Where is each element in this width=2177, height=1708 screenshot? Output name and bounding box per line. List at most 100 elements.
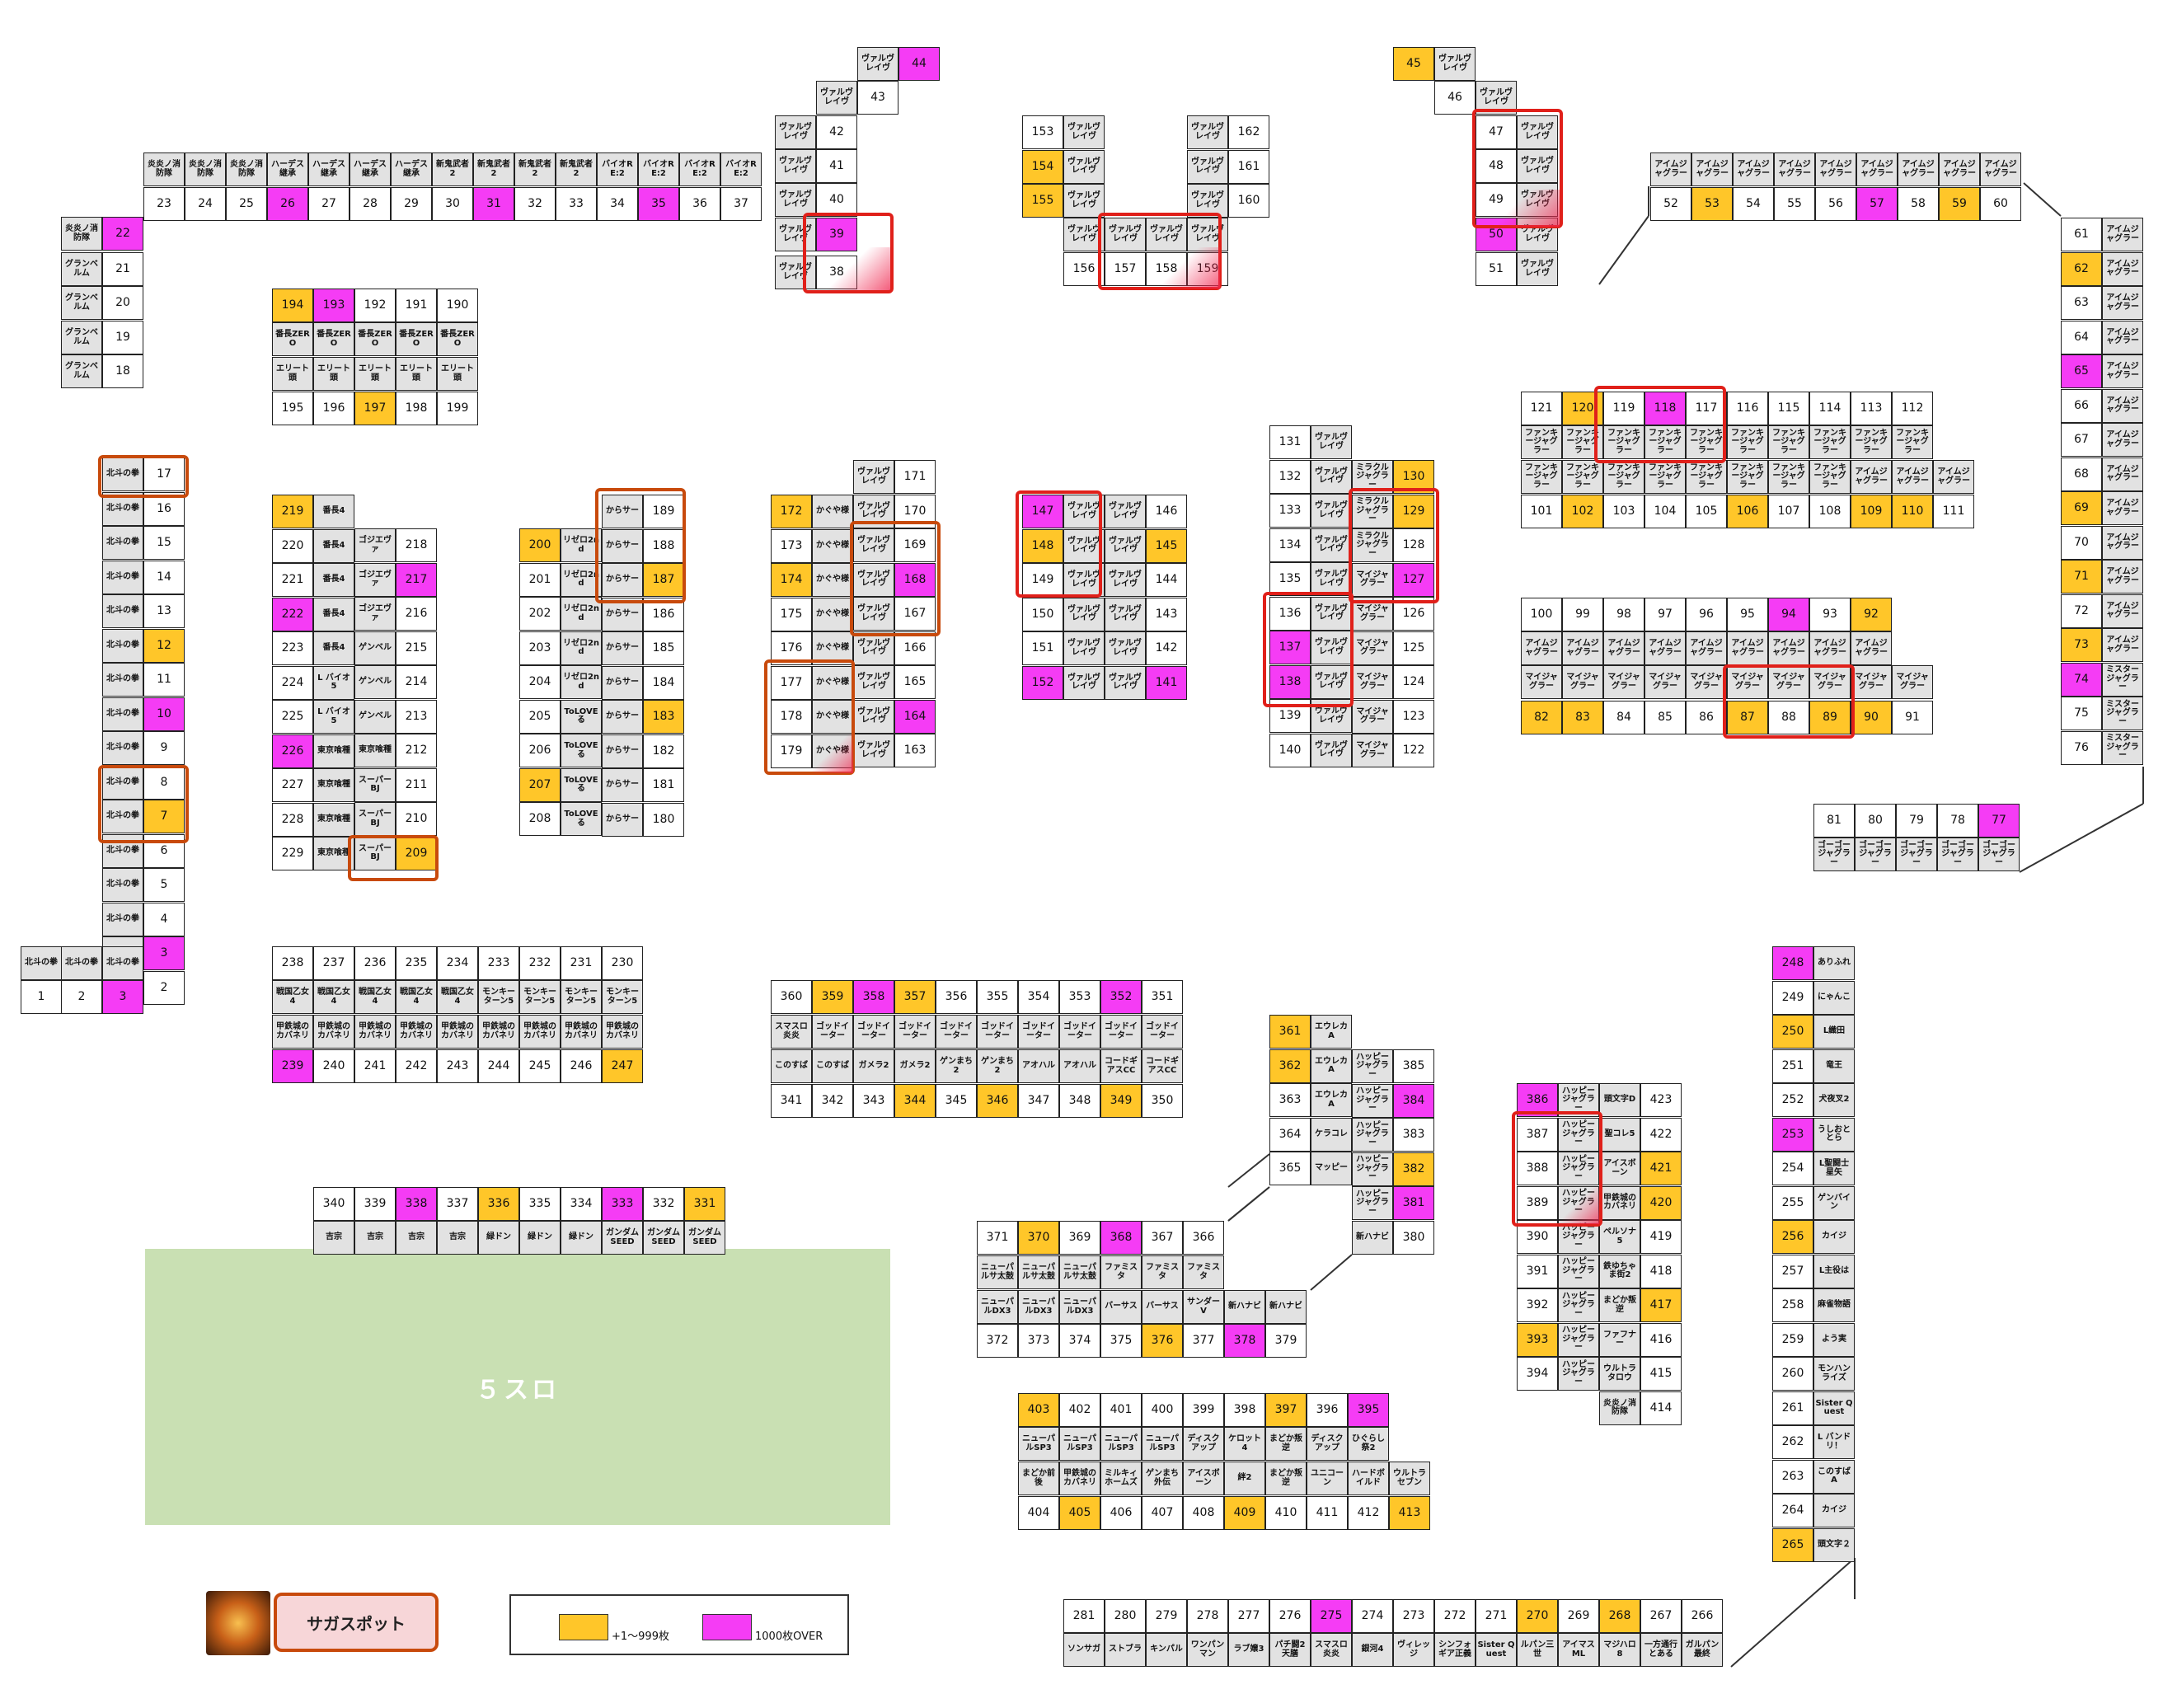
machine-number: 59 [1939, 187, 1980, 221]
machine-number: 372 [977, 1324, 1018, 1358]
machine-number: 233 [478, 946, 519, 980]
machine-name: まどか叛逆 [1265, 1462, 1307, 1495]
machine-number: 392 [1517, 1288, 1558, 1322]
machine-number: 27 [308, 187, 350, 221]
machine-name: まどか叛逆 [1599, 1288, 1640, 1322]
machine-number: 223 [272, 631, 313, 665]
machine-name: ゴジエヴァ [354, 528, 396, 562]
machine-name: 戦国乙女4 [272, 980, 313, 1014]
machine-number: 62 [2061, 251, 2102, 286]
machine-name: L聖闘士星矢 [1813, 1152, 1855, 1185]
machine-number: 220 [272, 528, 313, 563]
machine-name: ヴァルヴレイヴ [1311, 494, 1352, 528]
machine-number: 418 [1640, 1254, 1682, 1288]
machine-number: 423 [1640, 1083, 1682, 1117]
machine-name: ゲンバイン [1813, 1185, 1855, 1220]
machine-name: エリート頭 [313, 357, 354, 391]
machine-number: 377 [1183, 1324, 1224, 1358]
machine-name: 炎炎ノ消防隊 [185, 152, 226, 186]
machine-number: 17 [143, 458, 185, 491]
machine-name: 吉宗 [396, 1221, 437, 1255]
machine-name: 甲鉄城のカバネリ [519, 1015, 561, 1049]
machine-number: 193 [313, 289, 354, 322]
machine-name: 北斗の拳 [102, 868, 143, 902]
machine-number: 210 [396, 802, 437, 836]
machine-name: ヴァルヴレイヴ [1187, 115, 1228, 149]
machine-number: 23 [143, 187, 185, 221]
machine-number: 384 [1393, 1083, 1434, 1118]
legend: +1〜999枚 1000枚OVER [509, 1594, 849, 1655]
machine-name: アイムジャグラー [1815, 152, 1856, 186]
machine-name: ガメラ2 [894, 1049, 936, 1083]
machine-name: からサー [602, 495, 643, 528]
machine-number: 164 [894, 699, 936, 734]
machine-name: ヴァルヴレイヴ [857, 47, 898, 81]
machine-name: 新鬼武者2 [473, 152, 514, 186]
machine-number: 252 [1772, 1083, 1813, 1117]
machine-name: ヴァルヴレイヴ [853, 562, 894, 597]
machine-number: 270 [1517, 1599, 1558, 1633]
machine-number: 93 [1809, 598, 1851, 631]
machine-name: L バイオ5 [313, 665, 354, 700]
machine-name: 番長4 [313, 495, 354, 528]
machine-name: 新鬼武者2 [556, 152, 597, 186]
machine-number: 107 [1768, 495, 1809, 528]
machine-number: 198 [396, 392, 437, 425]
machine-number: 52 [1650, 187, 1691, 221]
machine-number: 381 [1393, 1186, 1434, 1220]
machine-name: ファンキージャグラー [1768, 460, 1809, 494]
machine-number: 175 [771, 597, 812, 631]
machine-name: ファンキージャグラー [1768, 425, 1809, 459]
machine-name: モンキーターン5 [561, 980, 602, 1014]
machine-name: ファンキージャグラー [1809, 425, 1851, 459]
machine-number: 405 [1059, 1496, 1100, 1530]
machine-name: 戦国乙女4 [313, 980, 354, 1014]
machine-number: 358 [853, 980, 894, 1014]
machine-name: うしおととら [1813, 1117, 1855, 1152]
machine-number: 134 [1269, 528, 1311, 562]
machine-number: 132 [1269, 459, 1311, 494]
machine-number: 144 [1146, 563, 1187, 597]
machine-name: ヴァルヴレイヴ [1434, 47, 1476, 81]
machine-name: ヴァルヴレイヴ [1311, 733, 1352, 767]
machine-number: 58 [1898, 187, 1939, 221]
machine-number: 211 [396, 767, 437, 802]
machine-name: ファミスタ [1100, 1255, 1142, 1289]
machine-number: 341 [771, 1084, 812, 1118]
machine-number: 191 [396, 289, 437, 322]
machine-number: 88 [1768, 701, 1809, 734]
machine-number: 181 [643, 768, 684, 802]
machine-name: マイジャグラー [1809, 665, 1851, 699]
machine-number: 228 [272, 802, 313, 837]
machine-name: 北斗の拳 [102, 663, 143, 697]
machine-name: エウレカA [1311, 1049, 1352, 1083]
machine-number: 26 [267, 187, 308, 221]
machine-name: にゃんこ [1813, 980, 1855, 1015]
machine-number: 7 [143, 800, 185, 833]
machine-number: 194 [272, 289, 313, 322]
machine-name: 番長ZERO [313, 322, 354, 356]
machine-number: 37 [720, 187, 762, 221]
machine-number: 110 [1892, 495, 1933, 528]
machine-name: サンダーV [1183, 1290, 1224, 1324]
machine-name: ヴァルヴレイヴ [1187, 184, 1228, 218]
machine-number: 152 [1022, 665, 1063, 700]
machine-name: 甲鉄城のカバネリ [272, 1015, 313, 1049]
machine-number: 409 [1224, 1496, 1265, 1530]
machine-number: 378 [1224, 1324, 1265, 1358]
machine-name: 犬夜叉2 [1813, 1083, 1855, 1117]
machine-number: 383 [1393, 1118, 1434, 1152]
machine-number: 206 [519, 734, 561, 767]
machine-name: アイムジャグラー [2102, 423, 2143, 457]
machine-name: ヴァルヴレイヴ [1063, 528, 1105, 563]
machine-number: 275 [1311, 1599, 1352, 1633]
machine-number: 244 [478, 1049, 519, 1083]
machine-number: 411 [1307, 1496, 1348, 1530]
machine-number: 174 [771, 563, 812, 597]
machine-number: 92 [1851, 598, 1892, 631]
machine-number: 229 [272, 837, 313, 870]
machine-number: 202 [519, 597, 561, 631]
machine-number: 255 [1772, 1185, 1813, 1220]
machine-name: かぐや様 [812, 597, 853, 631]
machine-name: カイジ [1813, 1220, 1855, 1254]
